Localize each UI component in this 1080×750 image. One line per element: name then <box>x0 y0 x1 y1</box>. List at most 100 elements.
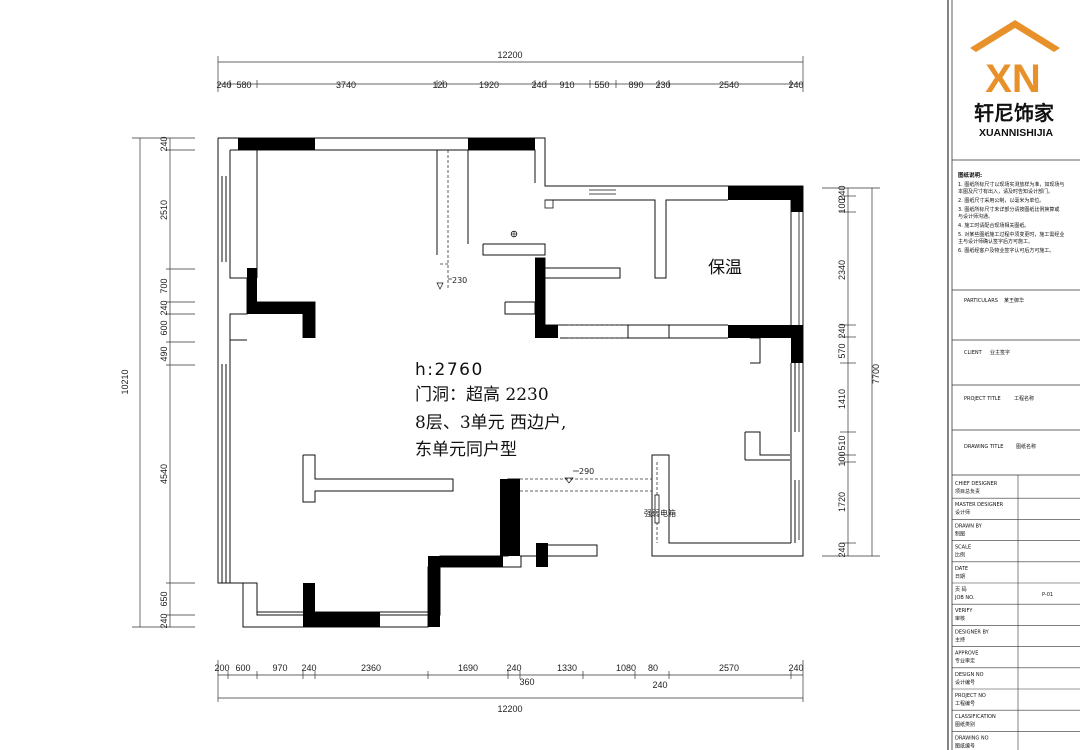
drawing-title-label: DRAWING TITLE <box>964 444 1003 450</box>
note-line: 主与设计师确认签字后方可施工。 <box>958 238 1033 245</box>
structural-columns <box>238 138 803 627</box>
particulars-value: 某王御华 <box>1004 297 1024 304</box>
meter-box-label: 强弱电箱 <box>644 508 676 518</box>
dashed-beams <box>440 150 658 543</box>
title-block-field-label: VERIFY <box>955 608 973 614</box>
right-dim-5: 1410 <box>837 389 847 409</box>
bottom-sub-dim-1: 240 <box>652 680 667 690</box>
top-dim-11: 240 <box>788 80 803 90</box>
top-dim-9: 230 <box>655 80 670 90</box>
title-block-field-label-cn: 图纸编号 <box>955 742 975 749</box>
note-line: 6. 图纸经客户及物业签字认可后方可施工。 <box>958 247 1054 254</box>
bottom-dim-9: 80 <box>648 663 658 673</box>
bottom-dimension-chain <box>217 660 804 702</box>
duct-fixture <box>544 199 554 209</box>
company-logo: XN 轩尼饰家 XUANNISHIJIA <box>970 20 1060 139</box>
beam-marker <box>436 282 444 290</box>
drawing-title-value: 图纸名称 <box>1016 443 1036 450</box>
project-title-label: PROJECT TITLE <box>964 396 1001 402</box>
top-dim-5: 240 <box>531 80 546 90</box>
left-dim-5: 490 <box>159 346 169 361</box>
room-label-insulation: 保温 <box>708 258 742 278</box>
bottom-dim-5: 1690 <box>458 663 478 673</box>
bottom-sub-dim-0: 360 <box>519 677 534 687</box>
title-block-field-label: DESIGN NO <box>955 672 984 678</box>
right-dim-9: 240 <box>837 542 847 557</box>
bottom-dim-11: 240 <box>788 663 803 673</box>
right-dim-8: 1720 <box>837 492 847 512</box>
top-dim-10: 2540 <box>719 80 739 90</box>
ceiling-height-note: h:2760 <box>415 360 484 380</box>
left-dim-0: 240 <box>159 136 169 151</box>
title-block-field-value: P-01 <box>1042 592 1053 598</box>
title-block-field-label-cn: JOB NO. <box>954 595 975 601</box>
right-dim-6: 510 <box>837 435 847 450</box>
title-block-field-label: DATE <box>955 566 968 572</box>
left-dim-7: 650 <box>159 591 169 606</box>
bottom-dim-2: 970 <box>272 663 287 673</box>
bottom-dim-3: 240 <box>301 663 316 673</box>
bottom-dim-1: 600 <box>235 663 250 673</box>
left-overall-dimension: 10210 <box>120 369 130 394</box>
title-block-field-label: DRAWN BY <box>955 523 983 529</box>
note-line: 5. 对某些图纸施工过程中须变更时，施工需经业 <box>958 231 1064 238</box>
right-dim-7: 100 <box>837 451 847 466</box>
note-line: 本图及尺寸有出入，请及时告知设计部门。 <box>958 188 1053 195</box>
right-dim-1: 100 <box>837 198 847 213</box>
top-dim-7: 550 <box>594 80 609 90</box>
beam-marker <box>564 477 574 484</box>
logo-english-name: XUANNISHIJIA <box>979 127 1054 139</box>
title-block-field-label: DESIGNER BY <box>955 629 990 635</box>
notes-title: 图纸说明: <box>958 171 982 179</box>
client-value: 业主签字 <box>990 349 1010 356</box>
left-dim-8: 240 <box>159 613 169 628</box>
left-dimension-chain <box>132 137 195 628</box>
bottom-dim-8: 1080 <box>616 663 636 673</box>
top-dim-4: 1920 <box>479 80 499 90</box>
title-block-field-label-cn: 日期 <box>955 574 965 580</box>
top-dim-8: 890 <box>628 80 643 90</box>
logo-initials: XN <box>985 57 1041 101</box>
right-dim-0: 240 <box>837 185 847 200</box>
bottom-dim-6: 240 <box>506 663 521 673</box>
title-block-field-label-cn: 图纸类别 <box>955 721 975 728</box>
note-line: 与设计师沟通。 <box>958 213 993 220</box>
title-block-field-label: APPROVE <box>955 651 978 657</box>
meter-box-fixture <box>654 494 660 524</box>
title-block-field-label: PROJECT NO <box>955 693 986 699</box>
same-type-note: 东单元同户型 <box>415 440 517 460</box>
right-dim-3: 240 <box>837 323 847 338</box>
title-block-field-label-cn: 审核 <box>955 615 965 622</box>
beam-label-230: 230 <box>452 276 467 285</box>
logo-chinese-name: 轩尼饰家 <box>974 101 1055 125</box>
top-overall-dimension: 12200 <box>497 50 522 60</box>
bottom-overall-dimension: 12200 <box>497 704 522 714</box>
note-line: 2. 图纸尺寸采用公制，以毫米为单位。 <box>958 197 1044 204</box>
right-dim-2: 2340 <box>837 260 847 280</box>
title-block-field-label-cn: 设计编号 <box>955 679 975 686</box>
title-block-field-label-cn: 专业审定 <box>955 658 975 665</box>
title-block-field-label: MASTER DESIGNER <box>955 502 1004 508</box>
left-dim-4: 600 <box>159 320 169 335</box>
top-dim-0: 240 <box>216 80 231 90</box>
left-dim-6: 4540 <box>159 464 169 484</box>
right-dim-4: 570 <box>837 343 847 358</box>
title-block-field-label-cn: 主持 <box>955 636 965 643</box>
top-dim-2: 3740 <box>336 80 356 90</box>
bottom-dim-4: 2360 <box>361 663 381 673</box>
title-block-field-label-cn: 设计师 <box>955 509 970 516</box>
right-dimension-chain <box>822 187 880 557</box>
left-dim-3: 240 <box>159 300 169 315</box>
note-line: 3. 图纸所标尺寸未详部分请按图纸比例换算或 <box>958 206 1059 213</box>
top-dim-1: 580 <box>236 80 251 90</box>
client-label: CLIENT <box>964 350 983 356</box>
left-dim-1: 2510 <box>159 200 169 220</box>
title-block-field-label: SCALE <box>955 545 971 551</box>
title-block-field-label-cn: 比例 <box>955 552 965 559</box>
bottom-dim-7: 1330 <box>557 663 577 673</box>
note-line: 1. 图纸所标尺寸以现场实测放样为准，如现场与 <box>958 181 1064 188</box>
beam-label-290: 290 <box>579 467 594 476</box>
title-block-field-label: 页 码 <box>955 586 967 593</box>
